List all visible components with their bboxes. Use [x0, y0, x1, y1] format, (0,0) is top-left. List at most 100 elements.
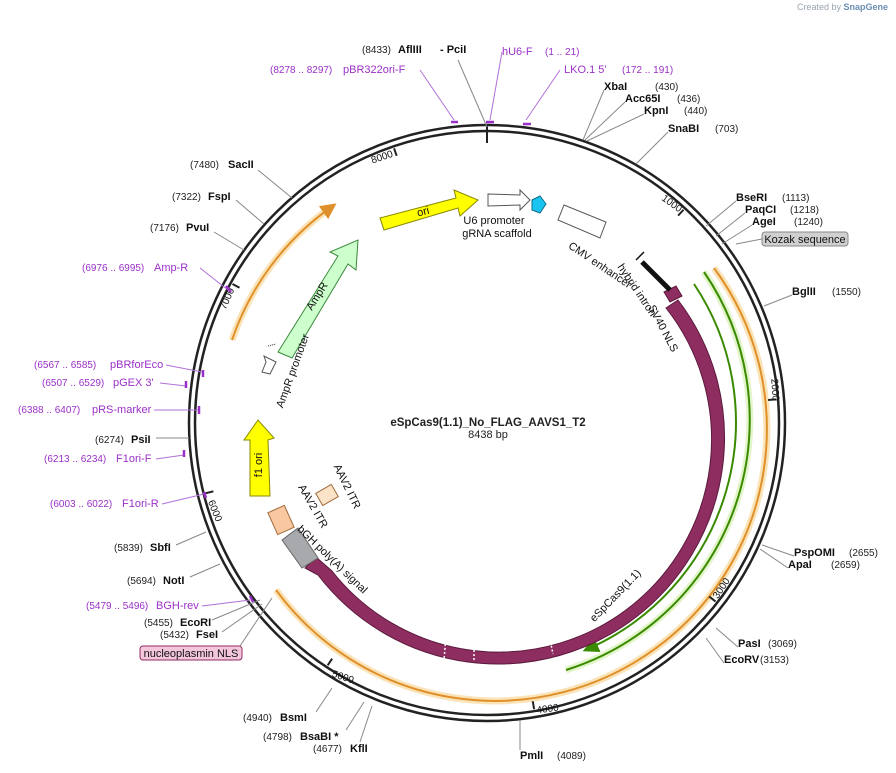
aav2-itr-1-feature[interactable]: AAV2 ITR [315, 462, 363, 511]
enzyme-site[interactable]: BseRI(1113) [705, 192, 809, 227]
enzyme-name: - PciI [440, 44, 466, 56]
enzyme-name: EcoRV [724, 654, 760, 666]
enzyme-name: BglII [792, 286, 816, 298]
ruler-tick [677, 209, 685, 217]
nucleoplasmin-text: nucleoplasmin NLS [144, 648, 239, 660]
kozak-box[interactable] [761, 231, 849, 247]
enzyme-leader-line [586, 113, 645, 142]
enzyme-site[interactable]: SbfI(5839) [114, 531, 207, 554]
enzyme-name: AflIII [398, 44, 422, 56]
ori-feature[interactable]: ori [379, 189, 479, 231]
u6-promoter-arrow[interactable] [487, 188, 531, 212]
enzyme-position: (3069) [768, 639, 797, 650]
enzyme-site[interactable]: FspI(7322) [172, 191, 265, 225]
primer-site[interactable]: (1 .. 21)hU6-F [486, 46, 579, 124]
enzyme-name: KpnI [644, 105, 668, 117]
orf-arc-left-orange [228, 205, 333, 342]
enzyme-site[interactable]: AflIII(8433) [362, 44, 488, 128]
enzyme-name: PspOMI [794, 547, 835, 559]
enzyme-position: (2659) [831, 560, 860, 571]
u6-promoter-feature[interactable]: U6 promoter [463, 188, 531, 227]
enzyme-name: SnaBI [668, 123, 699, 135]
enzyme-leader-line [457, 59, 488, 128]
primer-leader-line [419, 69, 455, 121]
primer-site[interactable]: (6507 .. 6529)pGEX 3' [42, 377, 188, 389]
snapgene-logo: SnapGene [843, 2, 888, 12]
enzyme-site[interactable]: PsiI(6274) [95, 434, 189, 446]
enzyme-site[interactable]: SnaBI(703) [635, 123, 738, 165]
primer-name: pRS-marker [92, 404, 152, 416]
enzyme-site[interactable]: Acc65I (436) [584, 93, 700, 141]
enzyme-name: SacII [228, 159, 254, 171]
cmv-enhancer-feature[interactable]: CMV enhancer [557, 204, 634, 291]
enzyme-site[interactable]: EcoRV(3153) [705, 637, 789, 666]
primer-site[interactable]: (6003 .. 6022)F1ori-R [50, 491, 208, 510]
enzyme-name: PasI [738, 638, 761, 650]
primer-site[interactable]: (6388 .. 6407)pRS-marker [18, 404, 201, 416]
nucleoplasmin-box[interactable] [139, 645, 243, 661]
primer-mark [248, 595, 255, 603]
enzyme-position: (4089) [557, 751, 586, 762]
enzyme-site[interactable]: XbaI(430) [582, 81, 678, 141]
enzyme-site[interactable]: SacII(7480) [190, 159, 293, 199]
aav2-itr-2-shape[interactable] [267, 504, 295, 536]
nucleoplasmin-label-group[interactable]: nucleoplasmin NLS [139, 597, 273, 661]
primer-site[interactable]: (6213 .. 6234)F1ori-F [44, 450, 186, 465]
enzyme-site[interactable]: ApaI (2659) [759, 548, 860, 571]
enzyme-leader-line [721, 224, 753, 245]
enzyme-site[interactable]: PmlI(4089) [519, 720, 586, 762]
enzyme-position: (436) [677, 94, 700, 105]
enzyme-site[interactable]: KpnI(440) [586, 105, 707, 142]
enzyme-name: ApaI [788, 559, 812, 571]
enzyme-leader-line [257, 169, 293, 199]
enzyme-site[interactable]: PaqCI(1218) [715, 204, 819, 237]
enzyme-leader-line [763, 294, 793, 307]
enzyme-site[interactable]: NotI(5694) [127, 563, 221, 587]
primer-range: (6567 .. 6585) [34, 360, 96, 371]
enzyme-site[interactable]: - PciI [440, 44, 466, 56]
enzyme-site[interactable]: FseI(5432) [160, 603, 263, 641]
ruler-tick [708, 595, 717, 603]
ampr-arrow[interactable] [277, 239, 359, 359]
orf-arcs [228, 203, 771, 705]
primer-site[interactable]: (5479 .. 5496)BGH-rev [86, 595, 255, 612]
ruler-tick [232, 283, 241, 289]
hybrid-intron-shape[interactable] [640, 260, 672, 292]
espcas9-arrow[interactable] [304, 299, 725, 665]
enzyme-name: Acc65I [625, 93, 660, 105]
enzyme-site[interactable]: PspOMI(2655) [761, 544, 878, 559]
cmv-enhancer-shape[interactable] [557, 204, 607, 239]
enzyme-site[interactable]: PvuI(7176) [150, 222, 245, 251]
orf-arc-green-outer-line [565, 271, 751, 671]
enzyme-leader-line [759, 548, 789, 569]
kozak-label-group[interactable]: Kozak sequence [735, 231, 849, 247]
primer-site[interactable]: (6567 .. 6585)pBRforEco [34, 359, 205, 377]
primer-leader-line [161, 493, 205, 505]
enzyme-site[interactable]: EcoRI(5455) [144, 599, 261, 629]
primer-site[interactable]: (172 .. 191)LKO.1 5' [523, 64, 673, 126]
enzyme-leader-line [189, 563, 221, 578]
ampr-promoter-arrow[interactable] [261, 355, 277, 375]
enzyme-site[interactable]: PasI (3069) [715, 627, 797, 650]
espcas9-feature[interactable]: eSpCas9(1.1) [304, 299, 725, 665]
enzyme-site[interactable]: KflI(4677) [313, 705, 373, 755]
f1-ori-feature[interactable]: f1 ori [243, 419, 275, 497]
primer-mark [202, 491, 208, 499]
grna-scaffold-feature[interactable]: gRNA scaffold [462, 195, 547, 240]
f1-ori-arrow[interactable] [243, 419, 275, 497]
enzyme-site[interactable]: BglII(1550) [763, 286, 861, 307]
bgh-polya-shape[interactable] [281, 527, 319, 569]
u6-promoter-label: U6 promoter [463, 215, 524, 227]
primer-site[interactable]: (6976 .. 6995)Amp-R [82, 262, 232, 293]
ruler-tick [205, 490, 214, 495]
grna-scaffold-arrow[interactable] [531, 195, 547, 214]
enzyme-site[interactable]: AgeI(1240) [721, 216, 823, 245]
enzyme-site[interactable]: BsmI(4940) [243, 687, 333, 724]
primer-leader-line [165, 364, 203, 373]
kozak-leader [735, 238, 763, 245]
ori-arrow[interactable] [379, 189, 479, 231]
enzyme-site[interactable]: BsaBI *(4798) [263, 701, 365, 743]
enzyme-position: (5432) [160, 630, 189, 641]
primer-site[interactable]: (8278 .. 8297)pBR322ori-F [270, 64, 458, 124]
aav2-itr-1-shape[interactable] [315, 483, 339, 507]
